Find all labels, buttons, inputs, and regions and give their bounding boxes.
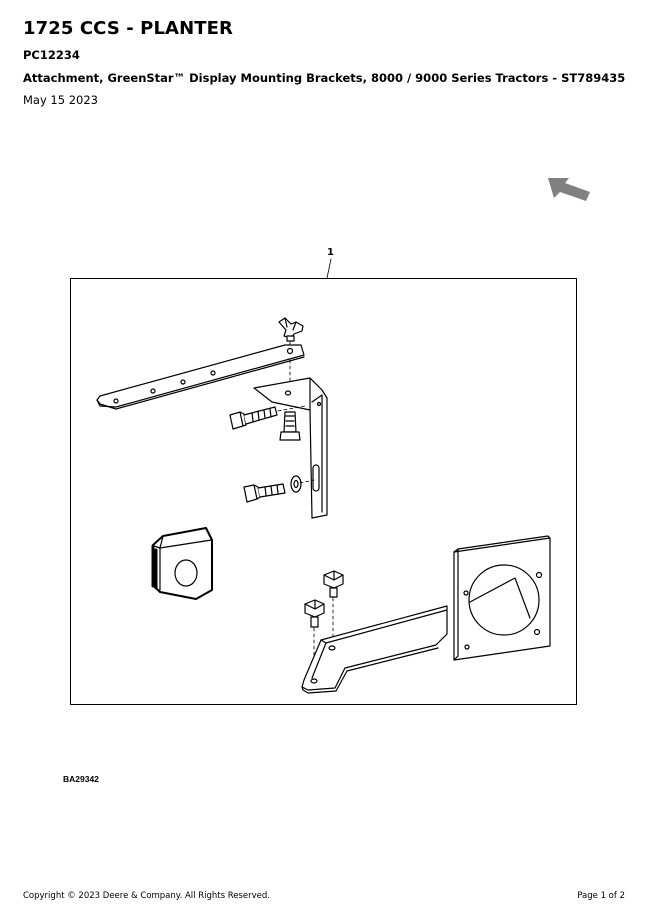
callout-leader (326, 258, 332, 279)
flat-bar-bracket (96, 344, 305, 410)
display-mount-bracket (301, 535, 551, 694)
page-title: 1725 CCS - PLANTER (23, 18, 233, 39)
hex-bolt-lower (243, 483, 286, 503)
document-date: May 15 2023 (23, 93, 98, 107)
callout-number: 1 (327, 247, 334, 258)
diagram-frame (70, 278, 577, 705)
back-arrow-icon (548, 178, 590, 201)
l-bracket (253, 377, 328, 519)
copyright-notice: Copyright © 2023 Deere & Company. All Ri… (23, 891, 270, 901)
hex-bolt-upper (229, 406, 278, 430)
hex-bolt-small-lower (304, 599, 325, 628)
spacer-block (151, 527, 213, 600)
washer (290, 475, 302, 493)
hex-bolt-small-upper (323, 570, 344, 598)
document-description: Attachment, GreenStar™ Display Mounting … (23, 71, 626, 85)
wing-nut (278, 317, 304, 342)
flange-nut (279, 411, 301, 441)
figure-id: BA29342 (63, 774, 99, 784)
document-code: PC12234 (23, 48, 80, 62)
back-button[interactable] (546, 175, 592, 205)
page-number: Page 1 of 2 (577, 891, 625, 901)
